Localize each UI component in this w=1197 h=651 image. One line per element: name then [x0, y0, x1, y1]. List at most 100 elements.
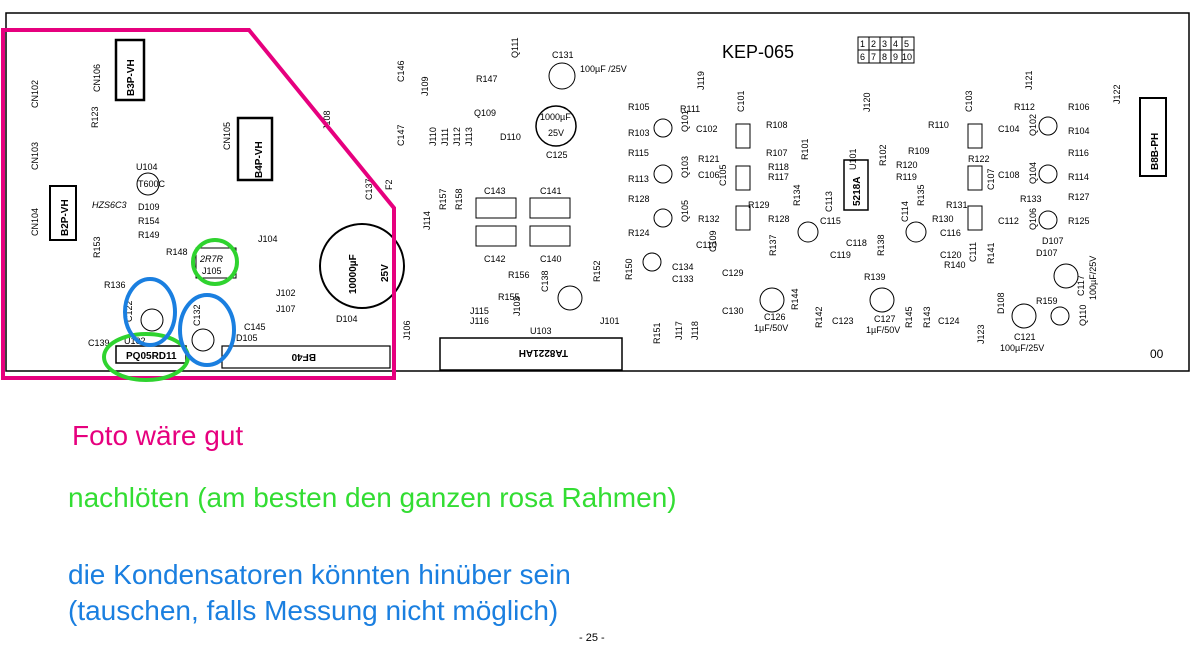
r107-label: R107	[766, 148, 788, 158]
j121-label: J121	[1024, 70, 1034, 90]
c110-label: C110	[696, 240, 717, 250]
pin-grid-6: 6	[860, 52, 865, 62]
q110-transistor	[1050, 306, 1070, 326]
j104-label: J104	[258, 234, 278, 244]
b4p-connector-label: B4P-VH	[254, 141, 265, 178]
pin-grid-8: 8	[882, 52, 887, 62]
q101-transistor	[653, 118, 673, 138]
u103-label: U103	[530, 326, 552, 336]
j101-label: J101	[600, 316, 620, 326]
b2p-connector	[49, 185, 77, 241]
j112-label: J112	[452, 127, 462, 146]
r138-label: R138	[876, 234, 886, 256]
j109-label: J109	[420, 76, 430, 96]
j110-label: J110	[428, 127, 438, 146]
r147-label: R147	[476, 74, 498, 84]
green-circle-j105	[191, 238, 239, 286]
c102-label: C102	[696, 124, 718, 134]
b3p-connector	[114, 38, 146, 102]
pin-number-grid: 1 2 3 4 5 6 7 8 9 10	[857, 36, 915, 64]
r109-label: R109	[908, 146, 930, 156]
c123-label: C123	[832, 316, 854, 326]
j122-label: J122	[1112, 84, 1122, 104]
pin-grid-4: 4	[893, 39, 898, 49]
j114-label: J114	[422, 211, 432, 230]
c116-capacitor	[905, 221, 927, 243]
r140-label: R140	[944, 260, 966, 270]
c131-capacitor	[548, 62, 576, 90]
cn104-label: CN104	[30, 208, 40, 236]
pq05rd11-label: PQ05RD11	[126, 351, 177, 362]
d108-label: D108	[996, 292, 1006, 314]
r155-label: R155	[498, 292, 520, 302]
r124-label: R124	[628, 228, 650, 238]
d104-label: D104	[336, 314, 358, 324]
r136-label: R136	[104, 280, 126, 290]
r116-label: R116	[1068, 148, 1089, 158]
cn102-label: CN102	[30, 80, 40, 108]
c126-value: 1µF/50V	[754, 323, 788, 333]
r143-label: R143	[922, 306, 932, 328]
c121-value: 100µF/25V	[1000, 343, 1044, 353]
r128-label-right: R128	[768, 214, 790, 224]
c142-label: C142	[484, 254, 506, 264]
c101-capacitor	[735, 123, 751, 149]
c126-label: C126	[764, 312, 786, 322]
c125-label: C125	[546, 150, 568, 160]
c109-capacitor	[735, 205, 751, 231]
r153-label: R153	[92, 236, 102, 258]
q110-label: Q110	[1078, 305, 1088, 326]
c107-label: C107	[986, 168, 996, 190]
c143-capacitor	[475, 197, 517, 219]
c103-label: C103	[964, 90, 974, 112]
pink-frame	[1, 28, 396, 380]
d109-label: D109	[138, 202, 160, 212]
r135-label: R135	[916, 184, 926, 206]
q106-label: Q106	[1028, 208, 1038, 230]
r111-label: R111	[680, 104, 700, 114]
ta8221ah-label: TA8221AH	[519, 347, 568, 358]
q106-transistor	[1038, 210, 1058, 230]
u104-label: U104	[136, 162, 158, 172]
d107-label: D107	[1042, 236, 1064, 246]
c142-capacitor	[475, 225, 517, 247]
ta8221ah-chip	[439, 337, 623, 371]
q102-label: Q102	[1028, 114, 1038, 136]
c137-label: C137	[364, 178, 374, 200]
r132-label: R132	[698, 214, 720, 224]
f2-label: F2	[384, 179, 394, 190]
q111-label: Q111	[510, 37, 520, 58]
c139-label: C139	[88, 338, 110, 348]
cn103-label: CN103	[30, 142, 40, 170]
main-filter-capacitor	[319, 223, 405, 309]
c103-capacitor	[967, 123, 983, 149]
q101-label: Q101	[680, 110, 690, 132]
r150-label: R150	[624, 258, 634, 280]
r144-label: R144	[790, 288, 800, 310]
j116-label: J116	[470, 316, 489, 326]
board-outline	[5, 12, 1190, 372]
c131-label: C131	[552, 50, 574, 60]
r139-label: R139	[864, 272, 886, 282]
c134-label: C134	[672, 262, 694, 272]
r113-label: R113	[628, 174, 649, 184]
r131-label: R131	[946, 200, 968, 210]
r110-label: R110	[928, 120, 949, 130]
c138-label: C138	[540, 270, 550, 292]
c140-label: C140	[540, 254, 562, 264]
q104-transistor	[1038, 164, 1058, 184]
board-title: KEP-065	[722, 42, 794, 62]
b8b-connector-label: B8B-PH	[1150, 133, 1161, 170]
c146-label: C146	[396, 60, 406, 82]
r142-label: R142	[814, 306, 824, 328]
c126-capacitor	[759, 287, 785, 313]
r145-label: R145	[904, 306, 914, 328]
c141-label: C141	[540, 186, 562, 196]
blue-circle-c132	[178, 293, 236, 367]
u101-label: U101	[848, 148, 858, 170]
j119-label: J119	[696, 71, 706, 90]
hz-label: HZS6C3	[92, 200, 127, 210]
c133-label: C133	[672, 274, 694, 284]
d110-label: D110	[500, 132, 521, 142]
r151-label: R151	[652, 322, 662, 344]
